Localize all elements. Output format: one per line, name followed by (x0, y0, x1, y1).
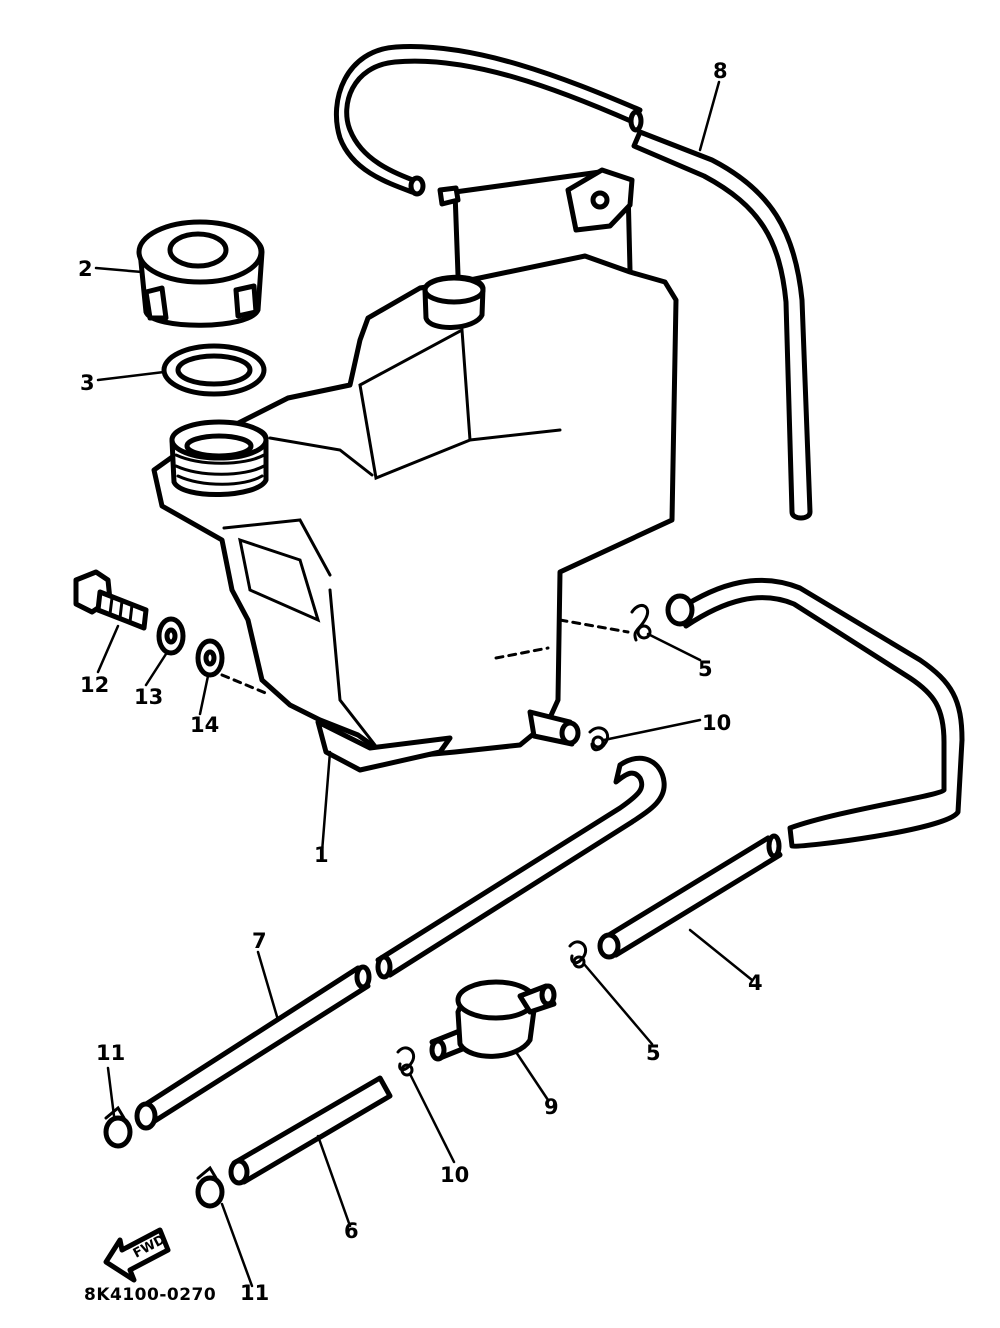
leader-lines (94, 80, 754, 1288)
callout-washer-13: 13 (134, 685, 163, 709)
clip-10-lower (396, 1046, 415, 1077)
callout-washer-14: 14 (190, 713, 219, 737)
drawing-code: 8K4100-0270 (84, 1285, 216, 1305)
clip-5-upper (630, 603, 652, 642)
callout-cap: 2 (78, 257, 93, 281)
gasket (161, 343, 267, 397)
callout-clip-upper-right: 5 (698, 657, 713, 681)
callouts: 2 3 8 5 10 1 12 13 14 4 5 7 9 10 11 6 11… (78, 59, 763, 1305)
clamp-11-upper (103, 1105, 133, 1149)
bolt (73, 569, 149, 631)
callout-hose-right: 4 (748, 971, 763, 995)
washer-13 (156, 616, 186, 656)
forward-arrow-icon: FWD (103, 1227, 171, 1283)
callout-tank: 1 (314, 843, 329, 867)
callout-clamp-left-upper: 11 (96, 1041, 125, 1065)
clip-5-lower (568, 940, 587, 969)
callout-bolt: 12 (80, 673, 109, 697)
reservoir-tank (151, 167, 679, 773)
clip-10-upper (588, 726, 609, 752)
callout-clip-tank-outlet: 10 (702, 711, 731, 735)
callout-hose-short: 6 (344, 1219, 359, 1243)
hose-6 (228, 1075, 393, 1186)
clamp-11-lower (195, 1165, 225, 1209)
callout-valve: 9 (544, 1095, 559, 1119)
callout-gasket: 3 (80, 371, 95, 395)
callout-hose-long: 7 (252, 929, 267, 953)
washer-14 (195, 638, 225, 678)
hose-4 (597, 577, 965, 960)
callout-clip-valve: 10 (440, 1163, 469, 1187)
callout-clamp-left-lower: 11 (240, 1281, 269, 1305)
hose-7 (134, 755, 667, 1131)
callout-hose-top: 8 (713, 59, 728, 83)
callout-clip-lower-right: 5 (646, 1041, 661, 1065)
valve (429, 979, 557, 1062)
cap (136, 219, 265, 328)
hose-8 (334, 44, 813, 521)
